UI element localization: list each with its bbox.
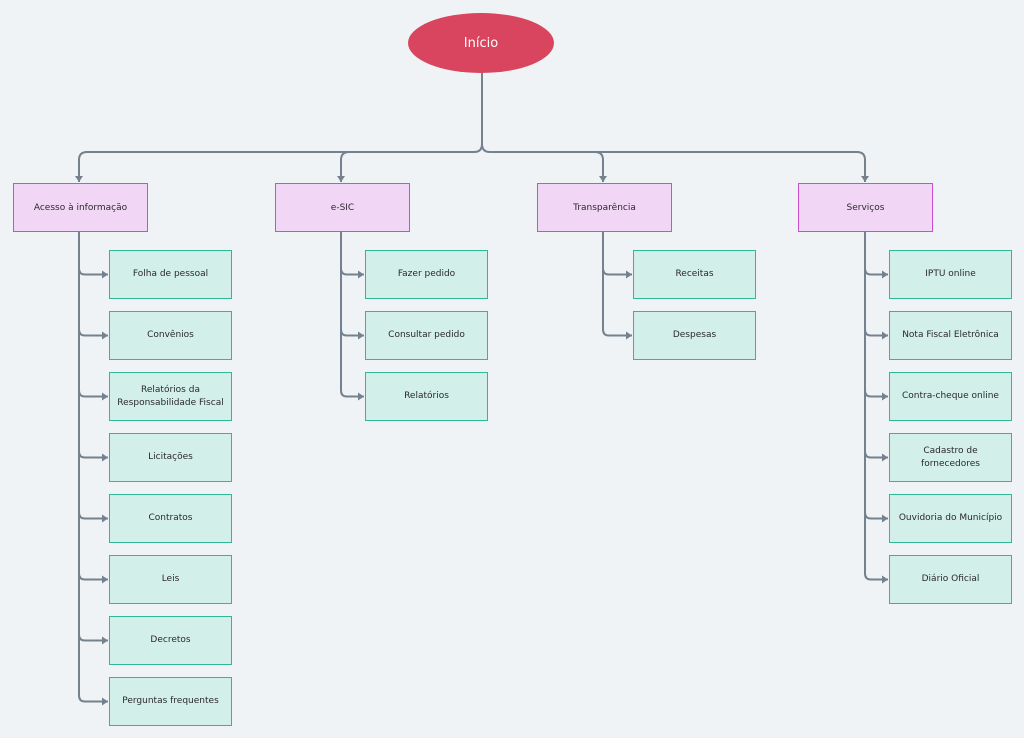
leaf-node-consultar-pedido[interactable]: Consultar pedido [365, 311, 488, 360]
root-connector-right [481, 143, 866, 182]
leaf-node-cadastro-de-fornecedores[interactable]: Cadastro de fornecedores [889, 433, 1012, 482]
leaf-node-contratos[interactable]: Contratos [109, 494, 232, 543]
arrowhead-leaf-2-0 [626, 270, 632, 279]
leaf-node-decretos[interactable]: Decretos [109, 616, 232, 665]
leaf-node-receitas[interactable]: Receitas [633, 250, 756, 299]
arrowhead-leaf-3-3 [882, 453, 888, 462]
leaf-node-convenios[interactable]: Convênios [109, 311, 232, 360]
trunk-0 [78, 232, 108, 703]
category-node-servicos[interactable]: Serviços [798, 183, 933, 232]
arrowhead-leaf-0-1 [102, 331, 108, 340]
leaf-node-despesas[interactable]: Despesas [633, 311, 756, 360]
leaf-node-diario-oficial[interactable]: Diário Oficial [889, 555, 1012, 604]
bus-drop-2 [594, 151, 604, 182]
leaf-node-folha-de-pessoal[interactable]: Folha de pessoal [109, 250, 232, 299]
arrowhead-leaf-3-0 [882, 270, 888, 279]
arrowhead-leaf-0-4 [102, 514, 108, 523]
root-node-inicio[interactable]: Início [408, 13, 554, 73]
arrowhead-category-3 [861, 176, 869, 182]
category-node-transparencia[interactable]: Transparência [537, 183, 672, 232]
arrowhead-category-2 [599, 176, 607, 182]
arrowhead-leaf-0-0 [102, 270, 108, 279]
leaf-node-leis[interactable]: Leis [109, 555, 232, 604]
leaf-node-relatorios-da-responsabilidade-fiscal[interactable]: Relatórios da Responsabilidade Fiscal [109, 372, 232, 421]
trunk-1 [340, 232, 364, 398]
leaf-node-ouvidoria-do-municipio[interactable]: Ouvidoria do Município [889, 494, 1012, 543]
trunk-3 [864, 232, 888, 581]
category-node-e-sic[interactable]: e-SIC [275, 183, 410, 232]
arrowhead-leaf-3-1 [882, 331, 888, 340]
leaf-node-iptu-online[interactable]: IPTU online [889, 250, 1012, 299]
arrowhead-leaf-1-2 [358, 392, 364, 401]
root-connector-left [78, 73, 483, 182]
arrowhead-leaf-3-4 [882, 514, 888, 523]
arrowhead-leaf-2-1 [626, 331, 632, 340]
arrowhead-category-0 [75, 176, 83, 182]
leaf-node-perguntas-frequentes[interactable]: Perguntas frequentes [109, 677, 232, 726]
leaf-node-contra-cheque-online[interactable]: Contra-cheque online [889, 372, 1012, 421]
category-node-acesso-a-informacao[interactable]: Acesso à informação [13, 183, 148, 232]
arrowhead-leaf-0-7 [102, 697, 108, 706]
arrowhead-leaf-0-3 [102, 453, 108, 462]
arrowhead-leaf-0-6 [102, 636, 108, 645]
bus-drop-1 [340, 151, 350, 182]
trunk-2 [602, 232, 632, 337]
arrowhead-leaf-3-2 [882, 392, 888, 401]
leaf-node-licitacoes[interactable]: Licitações [109, 433, 232, 482]
arrowhead-leaf-3-5 [882, 575, 888, 584]
arrowhead-leaf-0-5 [102, 575, 108, 584]
leaf-node-fazer-pedido[interactable]: Fazer pedido [365, 250, 488, 299]
leaf-node-relatorios[interactable]: Relatórios [365, 372, 488, 421]
leaf-node-nota-fiscal-eletronica[interactable]: Nota Fiscal Eletrônica [889, 311, 1012, 360]
arrowhead-leaf-1-1 [358, 331, 364, 340]
arrowhead-leaf-0-2 [102, 392, 108, 401]
arrowhead-leaf-1-0 [358, 270, 364, 279]
arrowhead-category-1 [337, 176, 345, 182]
